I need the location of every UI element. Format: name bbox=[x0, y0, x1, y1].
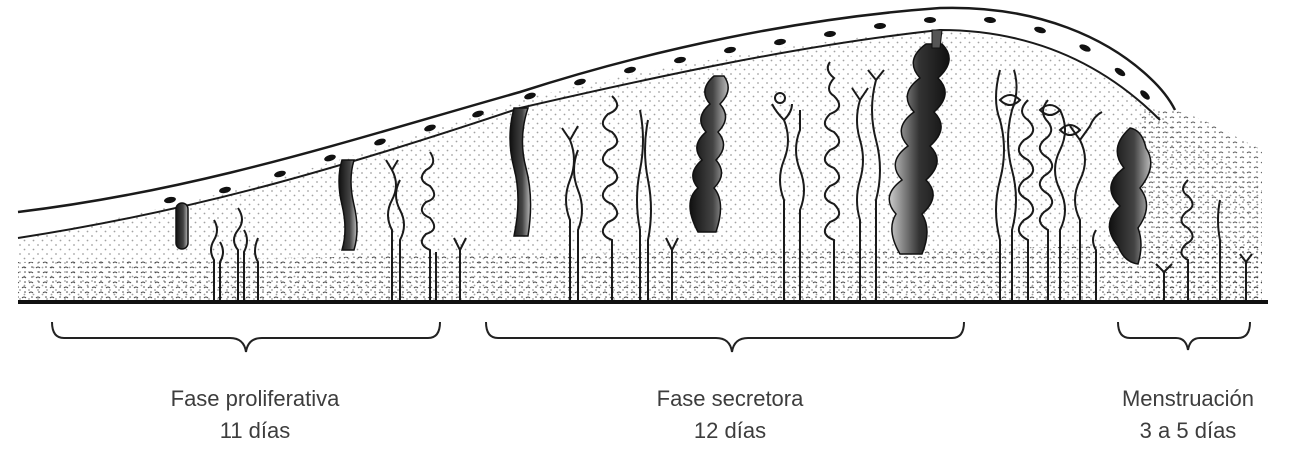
label-menstruation-phase: Menstruación 3 a 5 días bbox=[1090, 383, 1286, 447]
shedding-area bbox=[1135, 109, 1262, 302]
phase-name: Fase secretora bbox=[620, 383, 840, 415]
phase-duration: 3 a 5 días bbox=[1090, 415, 1286, 447]
phase-name: Menstruación bbox=[1090, 383, 1286, 415]
brace-secretory bbox=[486, 322, 964, 352]
brace-menstruation bbox=[1118, 322, 1250, 350]
phase-name: Fase proliferativa bbox=[135, 383, 375, 415]
phase-duration: 11 días bbox=[135, 415, 375, 447]
label-secretory-phase: Fase secretora 12 días bbox=[620, 383, 840, 447]
label-proliferative-phase: Fase proliferativa 11 días bbox=[135, 383, 375, 447]
brace-proliferative bbox=[52, 322, 440, 352]
phase-duration: 12 días bbox=[620, 415, 840, 447]
